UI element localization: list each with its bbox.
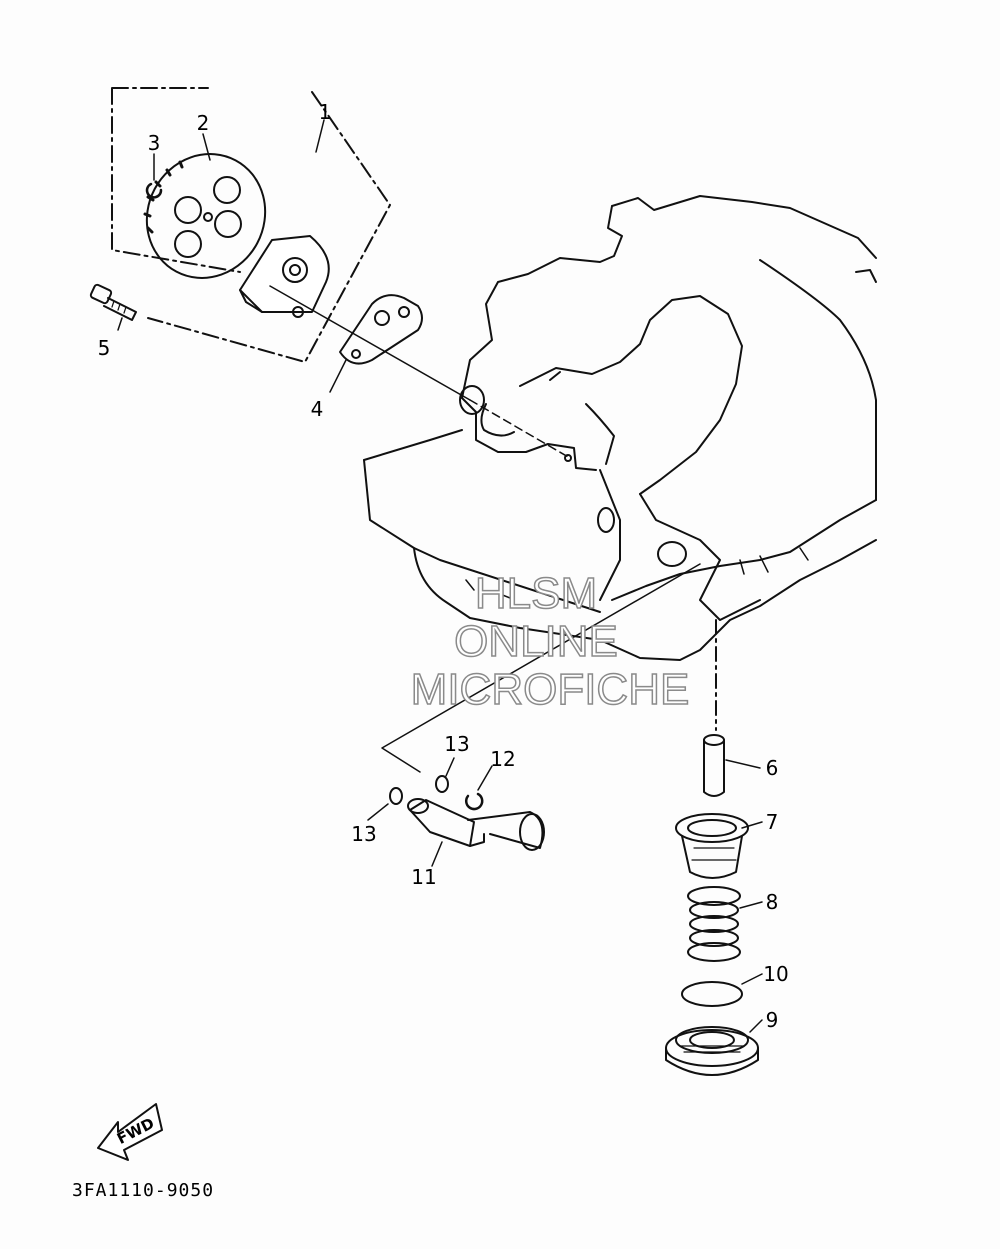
part-label-13-upper: 13: [444, 732, 470, 756]
part-label-5: 5: [97, 336, 111, 360]
watermark-line-2: ONLINE: [453, 617, 618, 666]
part-label-2: 2: [196, 111, 210, 135]
watermark-line-1: HLSM: [474, 569, 598, 618]
drain-plug: [665, 1026, 759, 1076]
o-ring-13-lower: [389, 787, 403, 805]
fwd-arrow-icon: [97, 1103, 163, 1161]
o-ring: [681, 981, 743, 1007]
leader-line-11: [381, 563, 701, 773]
oil-pump-body: [239, 235, 330, 318]
gasket: [339, 294, 423, 365]
part-label-11: 11: [411, 865, 437, 889]
part-label-6: 6: [765, 756, 779, 780]
watermark-line-3: MICROFICHE: [410, 665, 690, 714]
part-label-3: 3: [147, 131, 161, 155]
circlip-12: [465, 792, 484, 811]
part-label-1: 1: [318, 100, 332, 124]
crankcase-outline: [363, 195, 877, 661]
bolt: [89, 283, 137, 321]
part-label-9: 9: [765, 1008, 779, 1032]
alignment-line: [269, 285, 471, 401]
strainer-pipe: [703, 734, 725, 797]
assembly-bracket-1: [111, 87, 391, 363]
drawing-code: 3FA1110-9050: [72, 1180, 215, 1201]
part-label-12: 12: [490, 747, 516, 771]
part-label-8: 8: [765, 890, 779, 914]
part-label-10: 10: [763, 962, 789, 986]
part-label-4: 4: [310, 397, 324, 421]
o-ring-13-upper: [435, 775, 449, 793]
part-label-7: 7: [765, 810, 779, 834]
spring: [687, 886, 741, 962]
circlip: [145, 182, 163, 199]
part-label-13-lower: 13: [351, 822, 377, 846]
oil-pump-gear: [143, 153, 267, 279]
oil-check-lever: [407, 798, 545, 851]
oil-strainer: [675, 813, 749, 879]
